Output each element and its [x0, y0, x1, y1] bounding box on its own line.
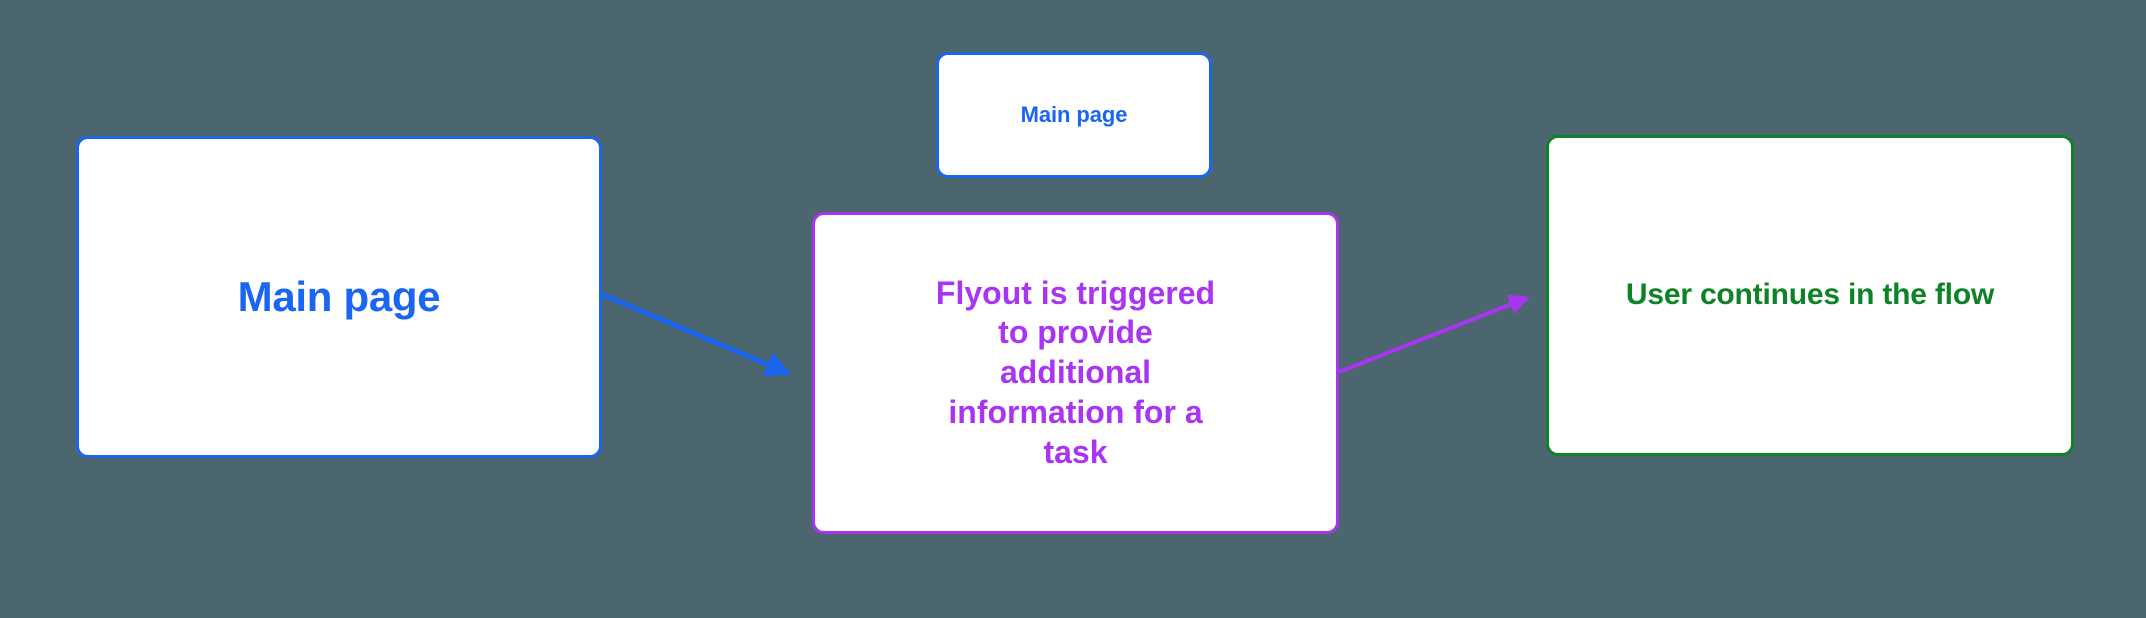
connector-flyout-to-user-continues — [1338, 294, 1530, 374]
node-flyout-label: Flyout is triggered to provide additiona… — [935, 274, 1216, 470]
node-user-continues-label: User continues in the flow — [1625, 278, 1995, 312]
node-main-page-large-label: Main page — [237, 273, 441, 321]
connector-main-page-to-flyout — [600, 291, 792, 377]
node-main-page-large[interactable]: Main page — [76, 136, 602, 458]
node-main-page-small-label: Main page — [1020, 101, 1128, 127]
node-main-page-small[interactable]: Main page — [936, 52, 1212, 178]
node-flyout[interactable]: Flyout is triggered to provide additiona… — [812, 212, 1339, 534]
node-user-continues[interactable]: User continues in the flow — [1546, 135, 2074, 456]
